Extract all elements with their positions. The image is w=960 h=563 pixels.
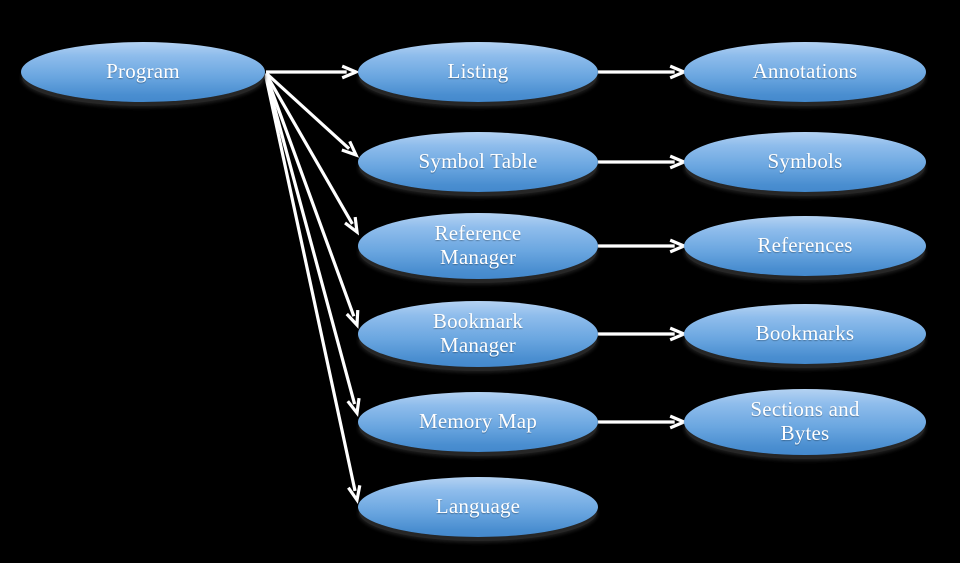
edge-refmanager-references (598, 238, 689, 254)
node-symboltable[interactable]: Symbol Table (358, 132, 598, 192)
node-memorymap[interactable]: Memory Map (358, 392, 598, 452)
edge-program-symboltable (264, 71, 360, 158)
edge-program-memorymap (264, 75, 361, 417)
node-sections[interactable]: Sections and Bytes (684, 389, 926, 455)
edge-symboltable-symbols (598, 154, 689, 170)
node-label: Symbol Table (418, 149, 538, 174)
node-label: References (757, 233, 853, 258)
edge-program-refmanager (264, 73, 360, 236)
node-label: Language (435, 494, 521, 519)
node-label: Listing (447, 59, 509, 84)
node-label: Sections and Bytes (750, 397, 860, 445)
edge-bookmgr-bookmarks (598, 326, 689, 342)
node-symbols[interactable]: Symbols (684, 132, 926, 192)
node-language[interactable]: Language (358, 477, 598, 537)
edge-program-listing (266, 64, 361, 80)
edge-listing-annotations (598, 64, 689, 80)
node-listing[interactable]: Listing (358, 42, 598, 102)
edge-memorymap-sections (598, 414, 689, 430)
node-refmanager[interactable]: Reference Manager (358, 213, 598, 279)
node-label: Bookmark Manager (432, 309, 524, 357)
node-annotations[interactable]: Annotations (684, 42, 926, 102)
node-label: Bookmarks (755, 321, 855, 346)
node-label: Annotations (752, 59, 858, 84)
node-bookmgr[interactable]: Bookmark Manager (358, 301, 598, 367)
node-references[interactable]: References (684, 216, 926, 276)
node-label: Symbols (767, 149, 843, 174)
node-bookmarks[interactable]: Bookmarks (684, 304, 926, 364)
edge-program-language (264, 76, 362, 505)
node-program[interactable]: Program (21, 42, 265, 102)
node-label: Program (106, 59, 180, 84)
node-label: Reference Manager (434, 221, 522, 269)
node-label: Memory Map (418, 409, 538, 434)
edge-program-bookmgr (264, 74, 360, 329)
